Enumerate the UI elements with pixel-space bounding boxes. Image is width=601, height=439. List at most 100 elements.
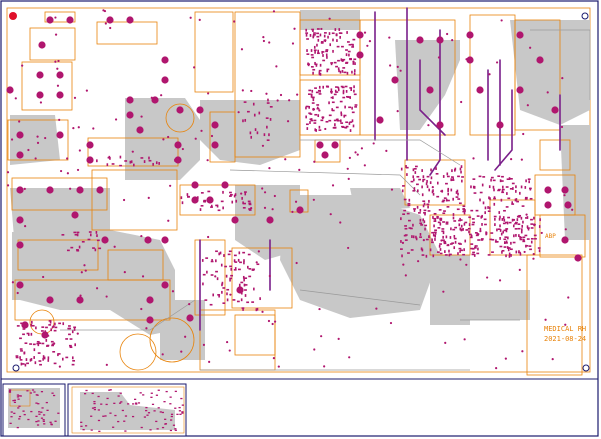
smd-pad bbox=[482, 201, 485, 205]
smd-pad bbox=[248, 209, 252, 211]
smd-pad bbox=[113, 402, 116, 404]
smd-pad bbox=[334, 123, 336, 127]
smd-pad bbox=[242, 119, 244, 123]
smd-pad bbox=[333, 61, 337, 64]
smd-pad bbox=[425, 182, 428, 186]
pad bbox=[114, 118, 118, 121]
smd-pad bbox=[434, 229, 438, 232]
smd-pad bbox=[109, 389, 112, 391]
smd-pad bbox=[169, 396, 172, 398]
pad bbox=[58, 365, 61, 368]
smd-pad bbox=[530, 240, 533, 244]
smd-pad bbox=[439, 243, 442, 245]
smd-pad bbox=[18, 405, 21, 407]
smd-pad bbox=[46, 409, 49, 411]
smd-pad bbox=[68, 325, 71, 327]
smd-pad bbox=[68, 327, 72, 330]
pad bbox=[200, 129, 203, 132]
smd-pad bbox=[237, 258, 240, 262]
pad bbox=[354, 151, 357, 154]
thumbnail-preview-2[interactable] bbox=[67, 383, 187, 437]
smd-pad bbox=[499, 237, 501, 240]
smd-pad bbox=[305, 33, 308, 37]
smd-pad bbox=[181, 411, 184, 413]
smd-pad bbox=[215, 270, 218, 273]
pad bbox=[356, 153, 359, 156]
smd-pad bbox=[248, 275, 252, 278]
smd-pad bbox=[492, 179, 496, 182]
smd-pad bbox=[35, 420, 38, 423]
smd-pad bbox=[353, 85, 355, 89]
smd-pad bbox=[517, 216, 521, 218]
pad bbox=[196, 106, 204, 114]
smd-pad bbox=[326, 86, 330, 88]
smd-pad bbox=[512, 224, 515, 228]
smd-pad bbox=[438, 244, 441, 248]
smd-pad bbox=[442, 235, 444, 239]
smd-pad bbox=[505, 228, 509, 230]
pad bbox=[551, 106, 559, 114]
smd-pad bbox=[200, 192, 204, 194]
smd-pad bbox=[100, 403, 103, 405]
pad bbox=[202, 343, 206, 346]
smd-pad bbox=[29, 392, 32, 394]
pad bbox=[44, 136, 47, 140]
thumbnail-preview-1[interactable] bbox=[2, 383, 66, 437]
pad bbox=[73, 96, 77, 99]
smd-pad bbox=[30, 332, 33, 336]
smd-pad bbox=[19, 348, 23, 350]
smd-pad bbox=[352, 62, 355, 65]
smd-pad bbox=[432, 254, 435, 258]
smd-pad bbox=[223, 254, 225, 257]
smd-pad bbox=[339, 100, 343, 103]
smd-pad bbox=[305, 106, 307, 110]
smd-pad bbox=[197, 196, 199, 200]
pad bbox=[273, 320, 277, 323]
smd-pad bbox=[412, 190, 416, 192]
smd-pad bbox=[517, 223, 521, 226]
smd-pad bbox=[73, 326, 77, 329]
smd-pad bbox=[21, 323, 24, 327]
smd-pad bbox=[311, 102, 315, 104]
smd-pad bbox=[46, 345, 49, 347]
smd-pad bbox=[449, 243, 453, 245]
smd-pad bbox=[426, 185, 429, 189]
pad bbox=[210, 134, 214, 138]
smd-pad bbox=[323, 34, 326, 38]
smd-pad bbox=[406, 173, 408, 176]
smd-pad bbox=[326, 68, 330, 71]
smd-pad bbox=[474, 232, 478, 234]
smd-pad bbox=[480, 239, 484, 241]
smd-pad bbox=[124, 160, 128, 162]
smd-pad bbox=[165, 390, 168, 393]
smd-pad bbox=[38, 360, 42, 362]
smd-pad bbox=[522, 220, 524, 224]
pad bbox=[564, 201, 572, 209]
smd-pad bbox=[462, 253, 466, 256]
smd-pad bbox=[413, 168, 417, 170]
smd-pad bbox=[495, 240, 499, 243]
smd-pad bbox=[221, 281, 224, 285]
smd-pad bbox=[343, 71, 347, 74]
smd-pad bbox=[234, 267, 237, 270]
smd-pad bbox=[30, 323, 33, 327]
smd-pad bbox=[403, 198, 407, 201]
smd-pad bbox=[229, 278, 231, 282]
smd-pad bbox=[150, 392, 153, 394]
smd-pad bbox=[313, 32, 316, 34]
smd-pad bbox=[74, 233, 78, 236]
smd-pad bbox=[484, 223, 487, 226]
smd-pad bbox=[174, 428, 177, 430]
smd-pad bbox=[459, 227, 462, 231]
smd-pad bbox=[505, 240, 508, 244]
smd-pad bbox=[429, 248, 432, 252]
pad bbox=[226, 340, 229, 344]
smd-pad bbox=[439, 217, 441, 221]
smd-pad bbox=[443, 197, 447, 199]
pad bbox=[426, 86, 434, 94]
smd-pad bbox=[220, 200, 224, 203]
pad bbox=[312, 198, 315, 201]
smd-pad bbox=[82, 428, 85, 431]
smd-pad bbox=[495, 239, 497, 243]
smd-pad bbox=[33, 348, 36, 352]
